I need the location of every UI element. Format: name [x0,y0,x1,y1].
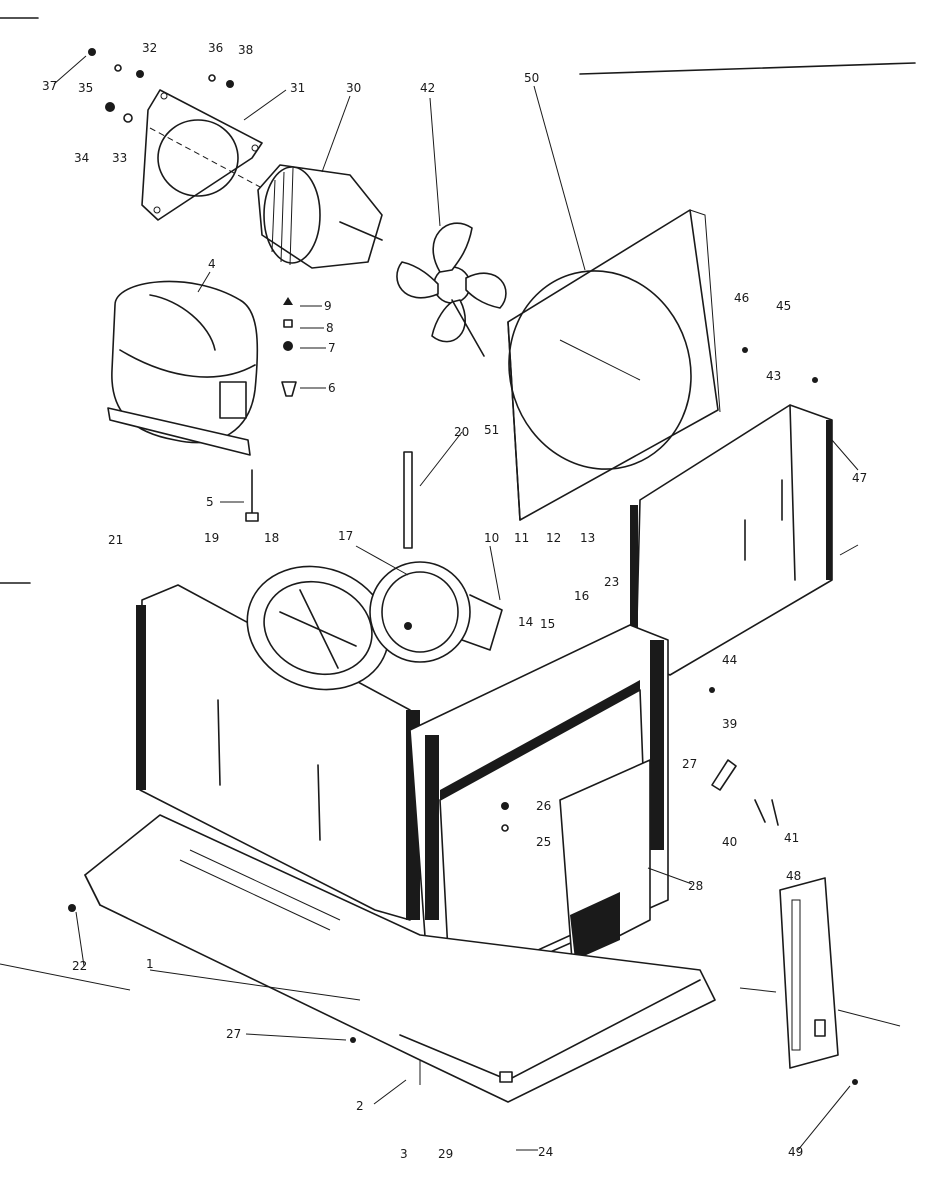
callout-48: 48 [786,869,801,883]
callout-2: 2 [356,1099,364,1113]
callout-24: 24 [538,1145,553,1159]
callout-6: 6 [328,381,336,395]
side-bracket [779,877,839,1069]
fan-motor [257,164,383,269]
callout-29: 29 [438,1147,453,1161]
callout-23: 23 [604,575,619,589]
callout-39: 39 [722,717,737,731]
callout-36: 36 [208,41,223,55]
callout-46: 46 [734,291,749,305]
callout-41: 41 [784,831,799,845]
callout-12: 12 [546,531,561,545]
callout-27-upper: 27 [682,757,697,771]
callout-28: 28 [688,879,703,893]
callout-26: 26 [536,799,551,813]
capacitor-strap [403,451,413,549]
callout-17: 17 [338,529,353,543]
callout-27-lower: 27 [226,1027,241,1041]
callout-30: 30 [346,81,361,95]
callout-34: 34 [74,151,89,165]
callout-16: 16 [574,589,589,603]
callout-32: 32 [142,41,157,55]
callout-8: 8 [326,321,334,335]
clamp-bracket [711,759,779,826]
callout-51: 51 [484,423,499,437]
callout-35: 35 [78,81,93,95]
callout-18: 18 [264,531,279,545]
callout-37: 37 [42,79,57,93]
blower-wheel [246,565,390,691]
leader-lines [0,55,901,1151]
callout-10: 10 [484,531,499,545]
callout-22: 22 [72,959,87,973]
fan-shroud-panel [507,209,721,521]
leader-50-long [579,62,916,75]
grommet-stack [245,297,297,522]
callout-31: 31 [290,81,305,95]
callout-7: 7 [328,341,336,355]
callout-40: 40 [722,835,737,849]
callout-9: 9 [324,299,332,313]
motor-mount-plate [141,89,263,221]
screws [68,347,858,1085]
callout-21: 21 [108,533,123,547]
callout-33: 33 [112,151,127,165]
callout-45: 45 [776,299,791,313]
blower-motor [369,561,503,663]
callout-15: 15 [540,617,555,631]
callout-labels: 37 32 35 36 38 31 34 33 30 42 50 4 9 8 7… [42,41,867,1161]
callout-19: 19 [204,531,219,545]
callout-42: 42 [420,81,435,95]
callout-47: 47 [852,471,867,485]
partition-panel [409,624,669,1006]
compressor [107,280,259,456]
callout-25: 25 [536,835,551,849]
callout-50: 50 [524,71,539,85]
callout-13: 13 [580,531,595,545]
callout-38: 38 [238,43,253,57]
callout-4: 4 [208,257,216,271]
callout-43: 43 [766,369,781,383]
callout-1: 1 [146,957,154,971]
evaporator-coil [630,404,859,676]
mount-hardware [88,48,263,189]
callout-44: 44 [722,653,737,667]
callout-5: 5 [206,495,214,509]
callout-11: 11 [514,531,529,545]
callout-3: 3 [400,1147,408,1161]
callout-14: 14 [518,615,533,629]
fan-blade [396,222,507,357]
